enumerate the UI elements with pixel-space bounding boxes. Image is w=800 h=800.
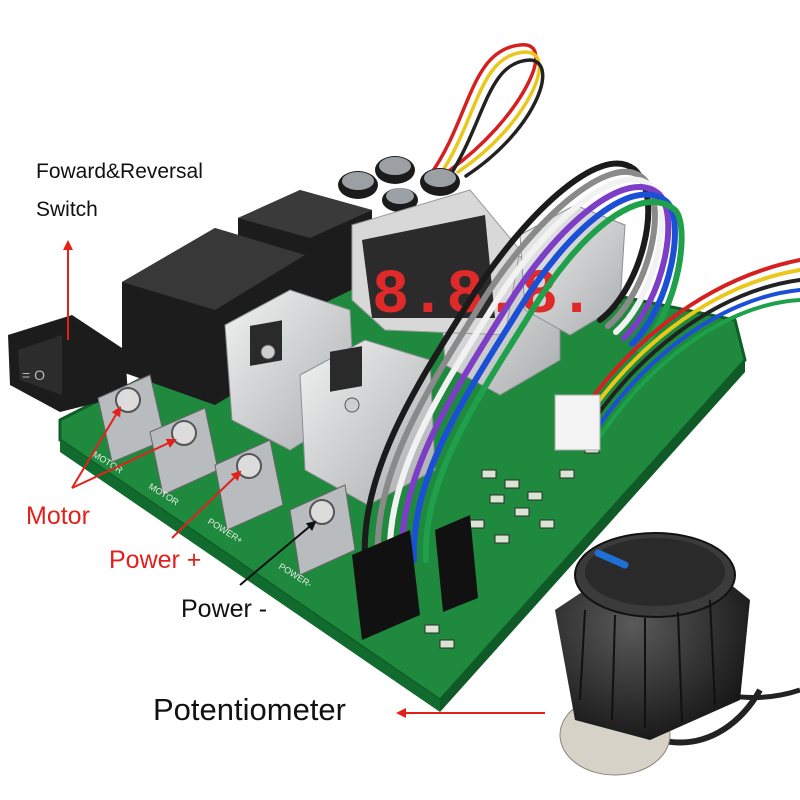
label-switch-line1: Foward&Reversal (36, 160, 203, 183)
pcb-edge-right (440, 360, 745, 712)
relays (122, 190, 372, 405)
knob-marker (594, 549, 629, 569)
label-power-minus: Power - (181, 595, 268, 623)
potentiometer (555, 532, 800, 776)
white-connector (554, 394, 601, 451)
rocker-switch: = O (8, 315, 128, 412)
annotation-arrows (63, 240, 545, 718)
capacitors (338, 156, 460, 212)
screw-terminals (97, 374, 356, 576)
terminal-power-minus (289, 484, 356, 576)
terminal-power-plus (214, 439, 284, 531)
label-motor: Motor (26, 502, 90, 530)
label-switch-line2: Switch (36, 198, 98, 221)
arrow-power-plus (171, 470, 242, 539)
terminal-motor-1 (97, 374, 166, 463)
arrow-motor-1 (71, 406, 122, 489)
ribbon-cable (361, 160, 685, 563)
ribbon-headers (352, 515, 478, 640)
label-potentiometer: Potentiometer (153, 692, 346, 727)
top-cable (428, 43, 545, 184)
label-power-plus: Power + (109, 546, 202, 574)
arrow-motor-2 (71, 438, 177, 489)
terminal-motor-2 (149, 407, 219, 496)
svg-text:= O: = O (22, 367, 45, 383)
side-cable (568, 258, 800, 448)
smd-components (424, 444, 600, 649)
arrow-power-minus (239, 520, 317, 586)
